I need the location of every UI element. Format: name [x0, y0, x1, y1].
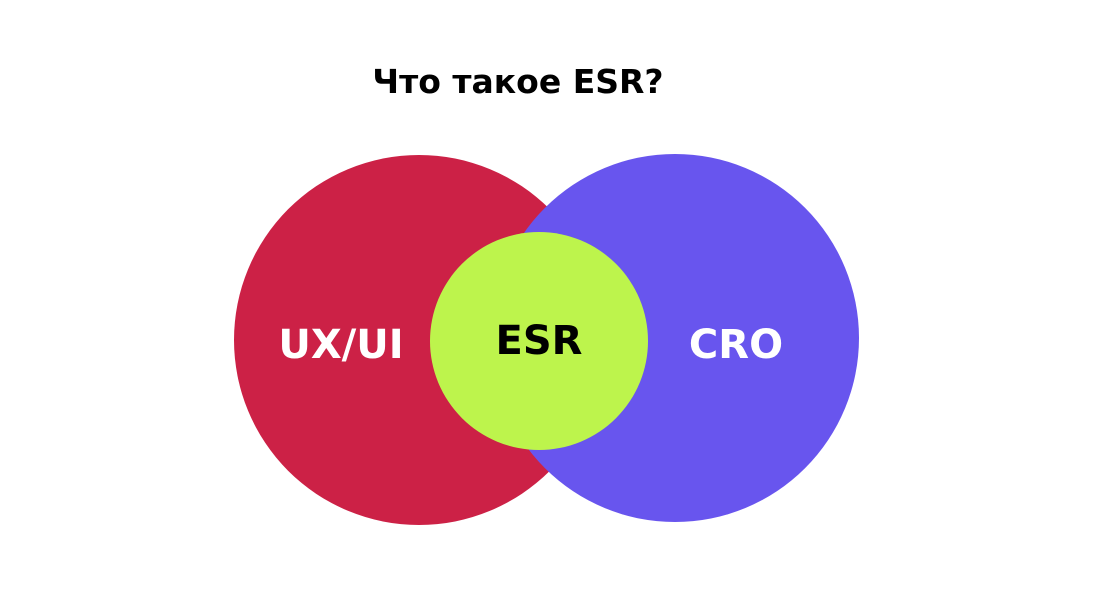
- label-esr: ESR: [496, 318, 583, 364]
- label-cro: CRO: [689, 322, 783, 368]
- circle-esr: [430, 232, 648, 450]
- label-ux-ui: UX/UI: [278, 322, 403, 368]
- diagram-title: Что такое ESR?: [372, 62, 664, 101]
